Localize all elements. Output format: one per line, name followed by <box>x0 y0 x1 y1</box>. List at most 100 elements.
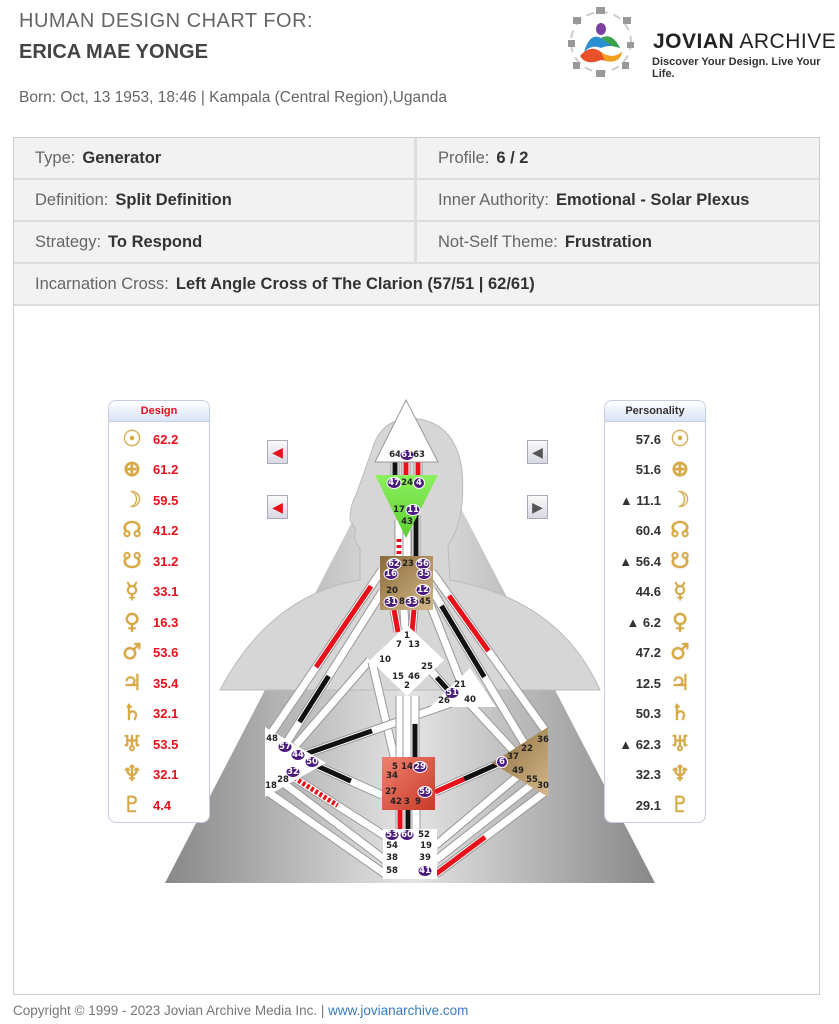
gate-61[interactable]: 61 <box>399 449 415 461</box>
gate-1[interactable]: 1 <box>404 631 410 641</box>
gate-28[interactable]: 28 <box>277 775 289 785</box>
gate-38[interactable]: 38 <box>386 853 398 863</box>
gate-46[interactable]: 46 <box>408 672 420 682</box>
gate-27[interactable]: 27 <box>385 787 397 797</box>
gate-58[interactable]: 58 <box>386 866 398 876</box>
gate-41[interactable]: 41 <box>417 865 433 877</box>
planet-icon: ♂ <box>122 640 142 665</box>
gate-54[interactable]: 54 <box>386 841 398 851</box>
gate-line-value: 51.6 <box>635 462 661 477</box>
gate-52[interactable]: 52 <box>418 830 430 840</box>
gate-42[interactable]: 42 <box>390 797 402 807</box>
gate-14[interactable]: 14 <box>401 762 413 772</box>
gate-32[interactable]: 32 <box>285 766 301 778</box>
gate-45[interactable]: 45 <box>419 597 431 607</box>
chart-container: Type:Generator Profile:6 / 2 Definition:… <box>13 137 820 995</box>
gate-11[interactable]: 11 <box>405 504 421 516</box>
channel-segment <box>368 661 399 761</box>
gate-44[interactable]: 44 <box>290 749 306 761</box>
active-gate-marker <box>384 829 400 841</box>
design-planet-row: ☿33.1 <box>109 578 209 606</box>
gate-line-value: 61.2 <box>153 462 179 477</box>
gate-23[interactable]: 23 <box>402 559 414 569</box>
gate-48[interactable]: 48 <box>266 734 278 744</box>
gate-5[interactable]: 5 <box>392 762 398 772</box>
personality-arrow-right-button[interactable]: ▶ <box>527 495 548 519</box>
gate-36[interactable]: 36 <box>537 735 549 745</box>
personality-arrow-left-button[interactable]: ◀ <box>527 440 548 464</box>
arrow-left-icon: ◀ <box>532 443 543 460</box>
gate-60[interactable]: 60 <box>399 829 415 841</box>
gate-35[interactable]: 35 <box>416 568 432 580</box>
gate-7[interactable]: 7 <box>396 640 402 650</box>
gate-37[interactable]: 37 <box>507 752 519 762</box>
gate-63[interactable]: 63 <box>413 450 425 460</box>
gate-13[interactable]: 13 <box>408 640 420 650</box>
gate-line-value: 32.1 <box>153 706 179 721</box>
gate-6[interactable]: 6 <box>496 756 508 768</box>
gate-57[interactable]: 57 <box>277 741 293 753</box>
planet-icon: ⊕ <box>122 457 142 482</box>
gate-number: 3 <box>404 797 410 807</box>
gate-24[interactable]: 24 <box>401 478 413 488</box>
gate-51[interactable]: 51 <box>444 687 460 699</box>
gate-55[interactable]: 55 <box>526 775 538 785</box>
gate-64[interactable]: 64 <box>389 450 401 460</box>
gate-number: 22 <box>521 744 533 754</box>
gate-50[interactable]: 50 <box>304 756 320 768</box>
gate-31[interactable]: 31 <box>383 596 399 608</box>
gate-16[interactable]: 16 <box>383 568 399 580</box>
gate-22[interactable]: 22 <box>521 744 533 754</box>
personality-planet-row: ⊕51.6 <box>605 456 705 484</box>
gate-12[interactable]: 12 <box>415 584 431 596</box>
gate-62[interactable]: 62 <box>386 558 402 570</box>
jovian-archive-logo <box>568 7 634 77</box>
gate-line-value: 35.4 <box>153 675 179 691</box>
gate-number: 63 <box>413 450 425 460</box>
authority-value: Emotional - Solar Plexus <box>555 190 750 209</box>
gate-56[interactable]: 56 <box>415 558 431 570</box>
design-arrow-left-button[interactable]: ◀ <box>267 440 288 464</box>
gate-33[interactable]: 33 <box>404 596 420 608</box>
gate-19[interactable]: 19 <box>420 841 432 851</box>
channel-segment <box>433 767 528 848</box>
gate-59[interactable]: 59 <box>417 786 433 798</box>
planet-icon: ☽ <box>670 487 690 513</box>
gate-25[interactable]: 25 <box>421 662 433 672</box>
design-arrow-left-button-2[interactable]: ◀ <box>267 495 288 519</box>
gate-2[interactable]: 2 <box>404 681 410 691</box>
gate-34[interactable]: 34 <box>386 771 398 781</box>
gate-15[interactable]: 15 <box>392 672 404 682</box>
gate-8[interactable]: 8 <box>399 597 405 607</box>
gate-39[interactable]: 39 <box>419 853 431 863</box>
gate-3[interactable]: 3 <box>404 797 410 807</box>
gate-29[interactable]: 29 <box>412 761 428 773</box>
design-planet-row: ☽59.5 <box>109 486 209 514</box>
info-row: Definition:Split Definition Inner Author… <box>14 180 819 222</box>
design-planet-row: ⊕ 61.2 <box>109 456 209 484</box>
gate-number: 9 <box>415 797 421 807</box>
gate-number: 55 <box>526 775 538 785</box>
gate-number: 18 <box>265 781 277 791</box>
design-planet-row: ♆32.1 <box>109 761 209 789</box>
gate-17[interactable]: 17 <box>393 505 405 515</box>
gate-26[interactable]: 26 <box>438 696 450 706</box>
gate-43[interactable]: 43 <box>401 517 413 527</box>
gate-30[interactable]: 30 <box>537 781 549 791</box>
gate-47[interactable]: 47 <box>386 477 402 489</box>
gate-number: 20 <box>386 586 398 596</box>
profile-value: 6 / 2 <box>496 148 529 167</box>
gate-49[interactable]: 49 <box>512 766 524 776</box>
gate-18[interactable]: 18 <box>265 781 277 791</box>
gate-40[interactable]: 40 <box>464 695 476 705</box>
gate-20[interactable]: 20 <box>386 586 398 596</box>
gate-number: 32 <box>287 767 299 777</box>
gate-9[interactable]: 9 <box>415 797 421 807</box>
gate-4[interactable]: 4 <box>413 477 425 489</box>
website-link[interactable]: www.jovianarchive.com <box>328 1003 469 1018</box>
gate-53[interactable]: 53 <box>384 829 400 841</box>
gate-21[interactable]: 21 <box>454 680 466 690</box>
gate-10[interactable]: 10 <box>379 655 391 665</box>
gate-number: 36 <box>537 735 549 745</box>
copyright-text: Copyright © 1999 - 2023 Jovian Archive M… <box>13 1003 329 1018</box>
